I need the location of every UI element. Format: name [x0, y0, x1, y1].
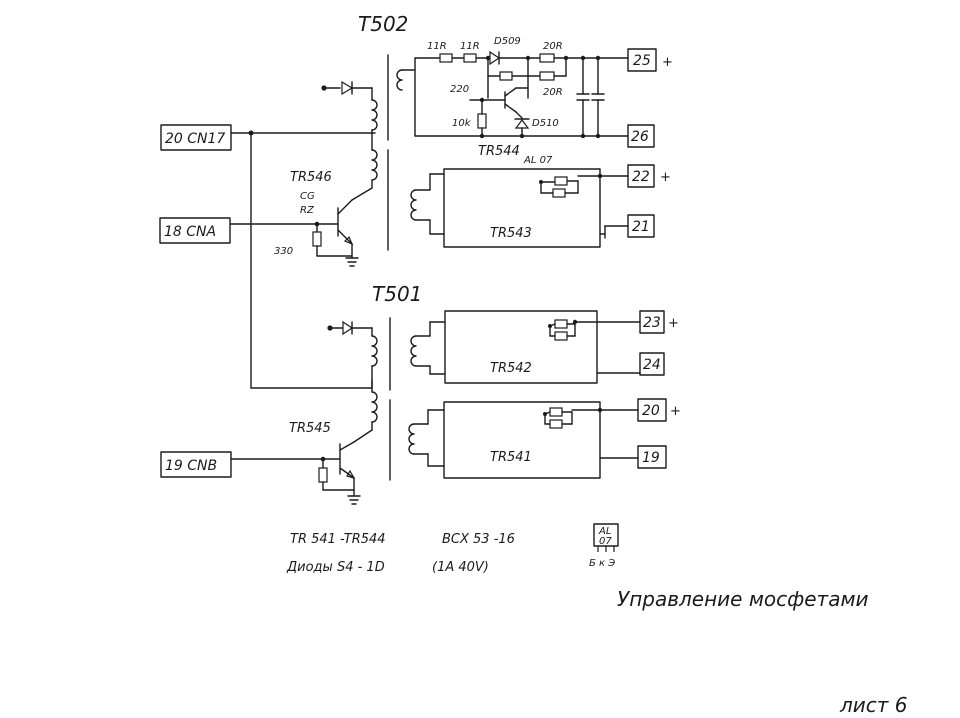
transistor-list-note: TR 541 -TR544: [290, 532, 386, 547]
connector-18cna: 18 CNA: [159, 217, 231, 244]
connector-20cn17-label: 20 CN17: [165, 131, 225, 147]
diode-d510-label: D510: [532, 118, 559, 129]
connector-21: 21: [627, 214, 655, 238]
package-pinout: Б к Э: [589, 558, 615, 569]
connector-19cnb-label: 19 CNB: [165, 458, 217, 474]
connector-25: 25 +: [627, 48, 673, 72]
tr545-label: TR545: [289, 421, 331, 436]
transistor-package-sketch: AL 07 Б к Э: [589, 523, 619, 569]
tr542-label: TR542: [490, 361, 532, 376]
transformer-t502-label: T502: [358, 12, 408, 36]
connector-21-label: 21: [632, 219, 650, 235]
connector-20cn17: 20 CN17: [160, 124, 232, 151]
resistor-20r-a-label: 20R: [543, 41, 563, 52]
connector-20-plus: +: [670, 404, 681, 419]
tr546-label: TR546: [290, 170, 332, 185]
connector-20: 20 +: [637, 398, 681, 422]
tr544-marking: AL 07: [523, 155, 553, 166]
connector-19cnb: 19 CNB: [160, 451, 232, 478]
diode-d509-label: D509: [494, 36, 521, 47]
connector-18cna-label: 18 CNA: [164, 224, 216, 240]
connector-26-label: 26: [631, 129, 649, 145]
tr545-base-network: [230, 456, 355, 491]
t501-primary-winding: [327, 320, 378, 443]
t502-primary-winding: [321, 80, 378, 201]
package-marking-mid: 07: [599, 536, 612, 547]
connector-24: 24: [639, 352, 665, 376]
connector-19: 19: [637, 445, 667, 469]
connector-25-label: 25: [633, 53, 651, 69]
connector-23-plus: +: [668, 316, 679, 331]
page-caption: Управление мосфетами: [617, 587, 869, 611]
tr541-label: TR541: [490, 450, 532, 465]
sheet-number: лист 6: [839, 693, 908, 717]
package-marking-top: AL: [598, 526, 611, 537]
resistor-11r-b-label: 11R: [460, 41, 480, 52]
connector-23-label: 23: [643, 315, 661, 331]
tr542-block: [410, 310, 641, 384]
resistor-220-label: 220: [450, 84, 469, 95]
connector-22-label: 22: [632, 169, 650, 185]
diode-type-note: Диоды S4 - 1D: [286, 560, 385, 575]
transistor-tr545: [339, 441, 361, 505]
diode-rating-note: (1A 40V): [432, 560, 489, 575]
tr546-marking-cg: CG: [300, 191, 315, 202]
resistor-20r-b-label: 20R: [543, 87, 563, 98]
resistor-330-label: 330: [274, 246, 293, 257]
connector-20-label: 20: [642, 403, 660, 419]
resistor-11r-a-label: 11R: [427, 41, 447, 52]
tr546-base-network: [229, 221, 353, 257]
transformer-t501-label: T501: [372, 282, 422, 306]
connector-19-label: 19: [642, 450, 660, 466]
transistor-tr546: [337, 199, 359, 267]
t502-secondary-top-circuit: [396, 50, 629, 139]
connector-26: 26: [627, 124, 655, 148]
connector-24-label: 24: [643, 357, 661, 373]
resistor-10k-label: 10k: [452, 118, 472, 129]
tr543-block: [410, 168, 629, 248]
tr544-label: TR544: [478, 144, 520, 159]
connector-22: 22 +: [627, 164, 671, 188]
connector-25-plus: +: [662, 55, 673, 70]
tr541-block: [408, 401, 639, 479]
connector-23: 23 +: [639, 310, 679, 334]
tr543-label: TR543: [490, 226, 532, 241]
tr546-marking-rz: RZ: [300, 205, 315, 216]
connector-22-plus: +: [660, 170, 671, 185]
transistor-type-note: BCX 53 -16: [442, 532, 515, 547]
